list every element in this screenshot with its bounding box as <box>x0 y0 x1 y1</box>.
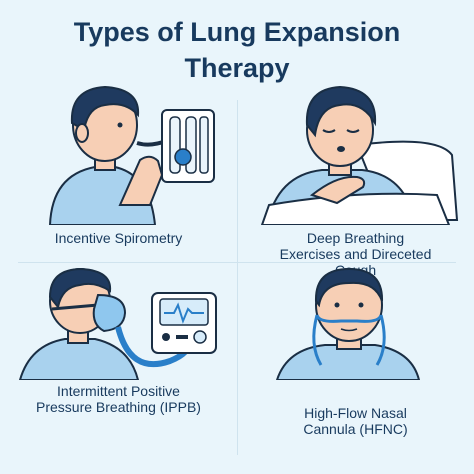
caption-ippb: Intermittent Positive Pressure Breathing… <box>0 383 237 415</box>
ippb-machine-icon <box>18 267 217 380</box>
page-title-line-1: Types of Lung Expansion <box>73 17 401 47</box>
nasal-cannula-icon <box>275 267 421 380</box>
caption-line: Incentive Spirometry <box>54 230 183 246</box>
page-title-line-2: Therapy <box>184 53 290 83</box>
panel-hfnc: High-Flow Nasal Cannula (HFNC) <box>237 265 474 465</box>
caption-incentive-spirometry: Incentive Spirometry <box>0 230 237 246</box>
caption-line: Deep Breathing <box>306 230 405 246</box>
panel-deep-breathing: Deep Breathing Exercises and Direceted C… <box>237 75 474 278</box>
panel-incentive-spirometry: Incentive Spirometry <box>0 75 237 255</box>
deep-breathing-icon <box>260 85 459 225</box>
caption-hfnc: High-Flow Nasal Cannula (HFNC) <box>237 405 474 437</box>
caption-line: High-Flow Nasal <box>304 405 407 421</box>
page-title: Types of Lung Expansion Therapy <box>0 14 474 86</box>
vertical-divider <box>237 100 238 455</box>
horizontal-divider <box>18 262 456 263</box>
caption-line: Exercises and Direceted <box>279 246 432 262</box>
caption-line: Cannula (HFNC) <box>303 421 408 437</box>
caption-line: Intermittent Positive <box>57 383 180 399</box>
incentive-spirometer-icon <box>48 85 215 225</box>
caption-line: Pressure Breathing (IPPB) <box>36 399 201 415</box>
panel-ippb: Intermittent Positive Pressure Breathing… <box>0 265 237 465</box>
